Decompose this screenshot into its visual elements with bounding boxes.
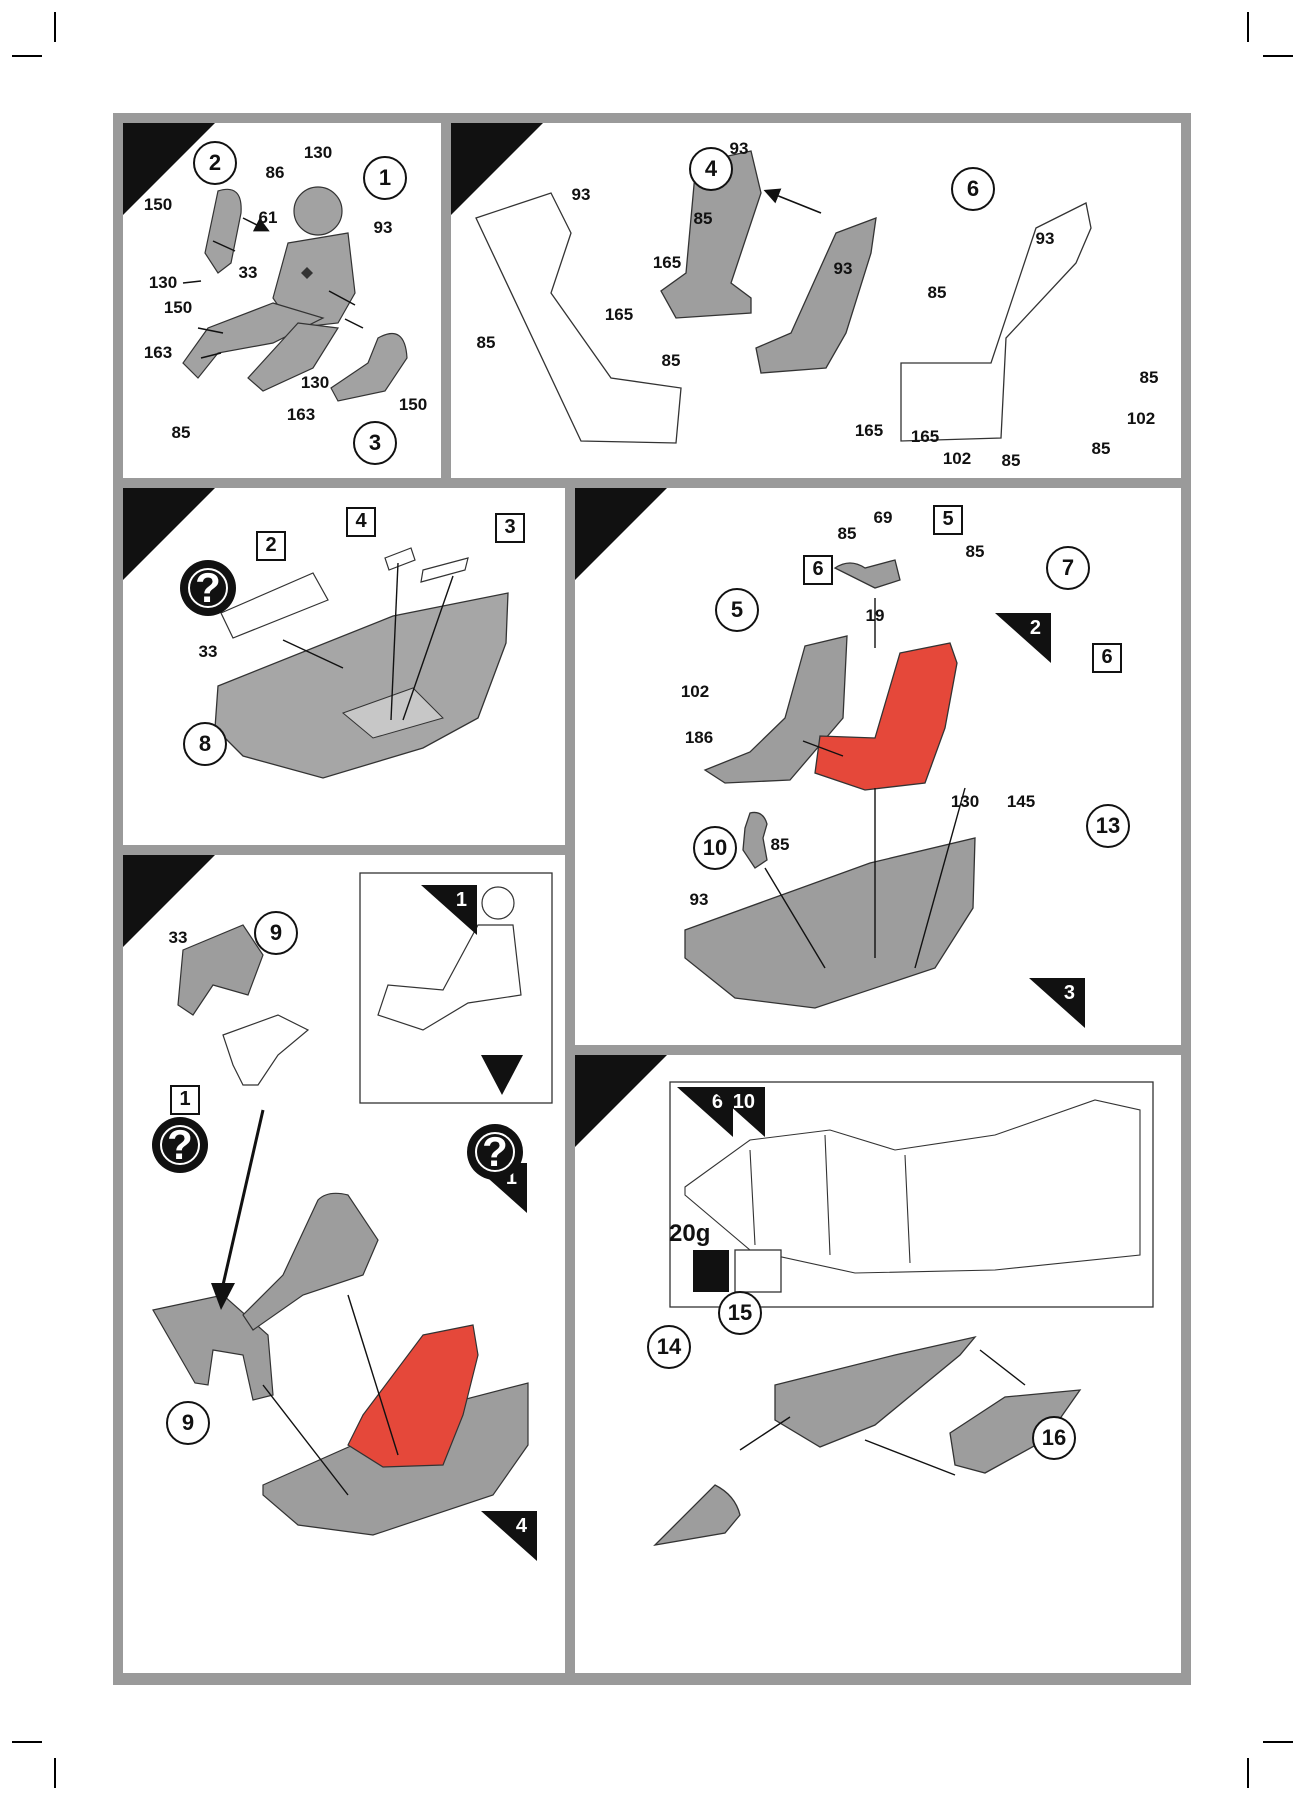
crop-mark [12,1741,42,1743]
color-code: 85 [966,542,985,562]
color-code: 186 [685,728,713,748]
step-install-pilot: 1 9 9 1 1 4 ? ? 33 [123,855,565,1673]
question-mark-icon: ? [152,1117,208,1173]
part-callout: 4 [689,147,733,191]
question-mark-icon: ? [180,560,236,616]
ejection-seat-drawing [575,488,1181,1045]
color-code: 102 [943,449,971,469]
step-reference-marker: 3 [1029,978,1085,1028]
part-callout: 8 [183,722,227,766]
color-code: 86 [266,163,285,183]
color-code: 85 [172,423,191,443]
step-reference-marker: 4 [481,1511,537,1561]
color-code: 19 [866,606,885,626]
question-mark-icon: ? [467,1124,523,1180]
crop-mark [54,12,56,42]
seat-parts-drawing [451,123,1181,478]
crop-mark [1247,12,1249,42]
color-code: 130 [301,373,329,393]
color-code: 93 [730,139,749,159]
part-callout: 16 [1032,1416,1076,1460]
part-callout: 15 [718,1291,762,1335]
color-code: 85 [477,333,496,353]
step-nose-cone: 6 10 20g 15 14 16 [575,1055,1181,1673]
step-reference-marker: 10 [709,1087,765,1137]
color-code: 93 [572,185,591,205]
color-code: 130 [149,273,177,293]
crop-mark [12,55,42,57]
color-code: 165 [911,427,939,447]
step-seat-assembly: 4 6 93 93 85 165 93 85 93 165 85 85 85 1… [451,123,1181,478]
color-code: 33 [169,928,188,948]
color-code: 165 [855,421,883,441]
crop-mark [1263,55,1293,57]
color-code: 145 [1007,792,1035,812]
color-code: 69 [874,508,893,528]
instruction-sheet-frame: 2 1 3 130 86 61 93 150 130 33 150 163 13… [113,113,1191,1685]
color-code: 93 [834,259,853,279]
color-code: 130 [951,792,979,812]
decal-number-box: 6 [1092,643,1122,673]
color-code: 93 [690,890,709,910]
color-code: 85 [662,351,681,371]
nose-weight-label: 20g [669,1220,710,1248]
color-code: 130 [304,143,332,163]
color-code: 163 [144,343,172,363]
part-callout: 9 [254,911,298,955]
color-code: 61 [259,208,278,228]
part-callout: 6 [951,167,995,211]
part-callout: 9 [166,1401,210,1445]
decal-number-box: 3 [495,513,525,543]
color-code: 93 [1036,229,1055,249]
part-callout: 10 [693,826,737,870]
decal-number-box: 6 [803,555,833,585]
color-code: 85 [1002,451,1021,471]
decal-number-box: 2 [256,531,286,561]
color-code: 85 [1140,368,1159,388]
part-callout: 1 [363,156,407,200]
decal-number-box: 1 [170,1085,200,1115]
part-callout: 5 [715,588,759,632]
crop-mark [54,1758,56,1788]
crop-mark [1247,1758,1249,1788]
part-callout: 3 [353,421,397,465]
decal-number-box: 4 [346,507,376,537]
part-callout: 7 [1046,546,1090,590]
color-code: 85 [838,524,857,544]
step-pilot-figure: 2 1 3 130 86 61 93 150 130 33 150 163 13… [123,123,441,478]
step-cockpit-tub-decals: 2 4 3 ? 8 33 [123,488,565,845]
color-code: 85 [694,209,713,229]
color-code: 102 [1127,409,1155,429]
decal-number-box: 5 [933,505,963,535]
color-code: 150 [164,298,192,318]
color-code: 85 [771,835,790,855]
color-code: 85 [1092,439,1111,459]
color-code: 163 [287,405,315,425]
color-code: 85 [928,283,947,303]
color-code: 33 [199,642,218,662]
step-reference-marker: 1 [421,885,477,935]
part-callout: 2 [193,141,237,185]
color-code: 93 [374,218,393,238]
part-callout: 13 [1086,804,1130,848]
part-callout: 14 [647,1325,691,1369]
step-ejection-seat: 6 5 6 7 5 10 13 2 3 85 69 85 19 102 186 … [575,488,1181,1045]
color-code: 165 [605,305,633,325]
step-reference-marker: 2 [995,613,1051,663]
color-code: 102 [681,682,709,702]
color-code: 33 [239,263,258,283]
color-code: 165 [653,253,681,273]
color-code: 150 [144,195,172,215]
crop-mark [1263,1741,1293,1743]
color-code: 150 [399,395,427,415]
